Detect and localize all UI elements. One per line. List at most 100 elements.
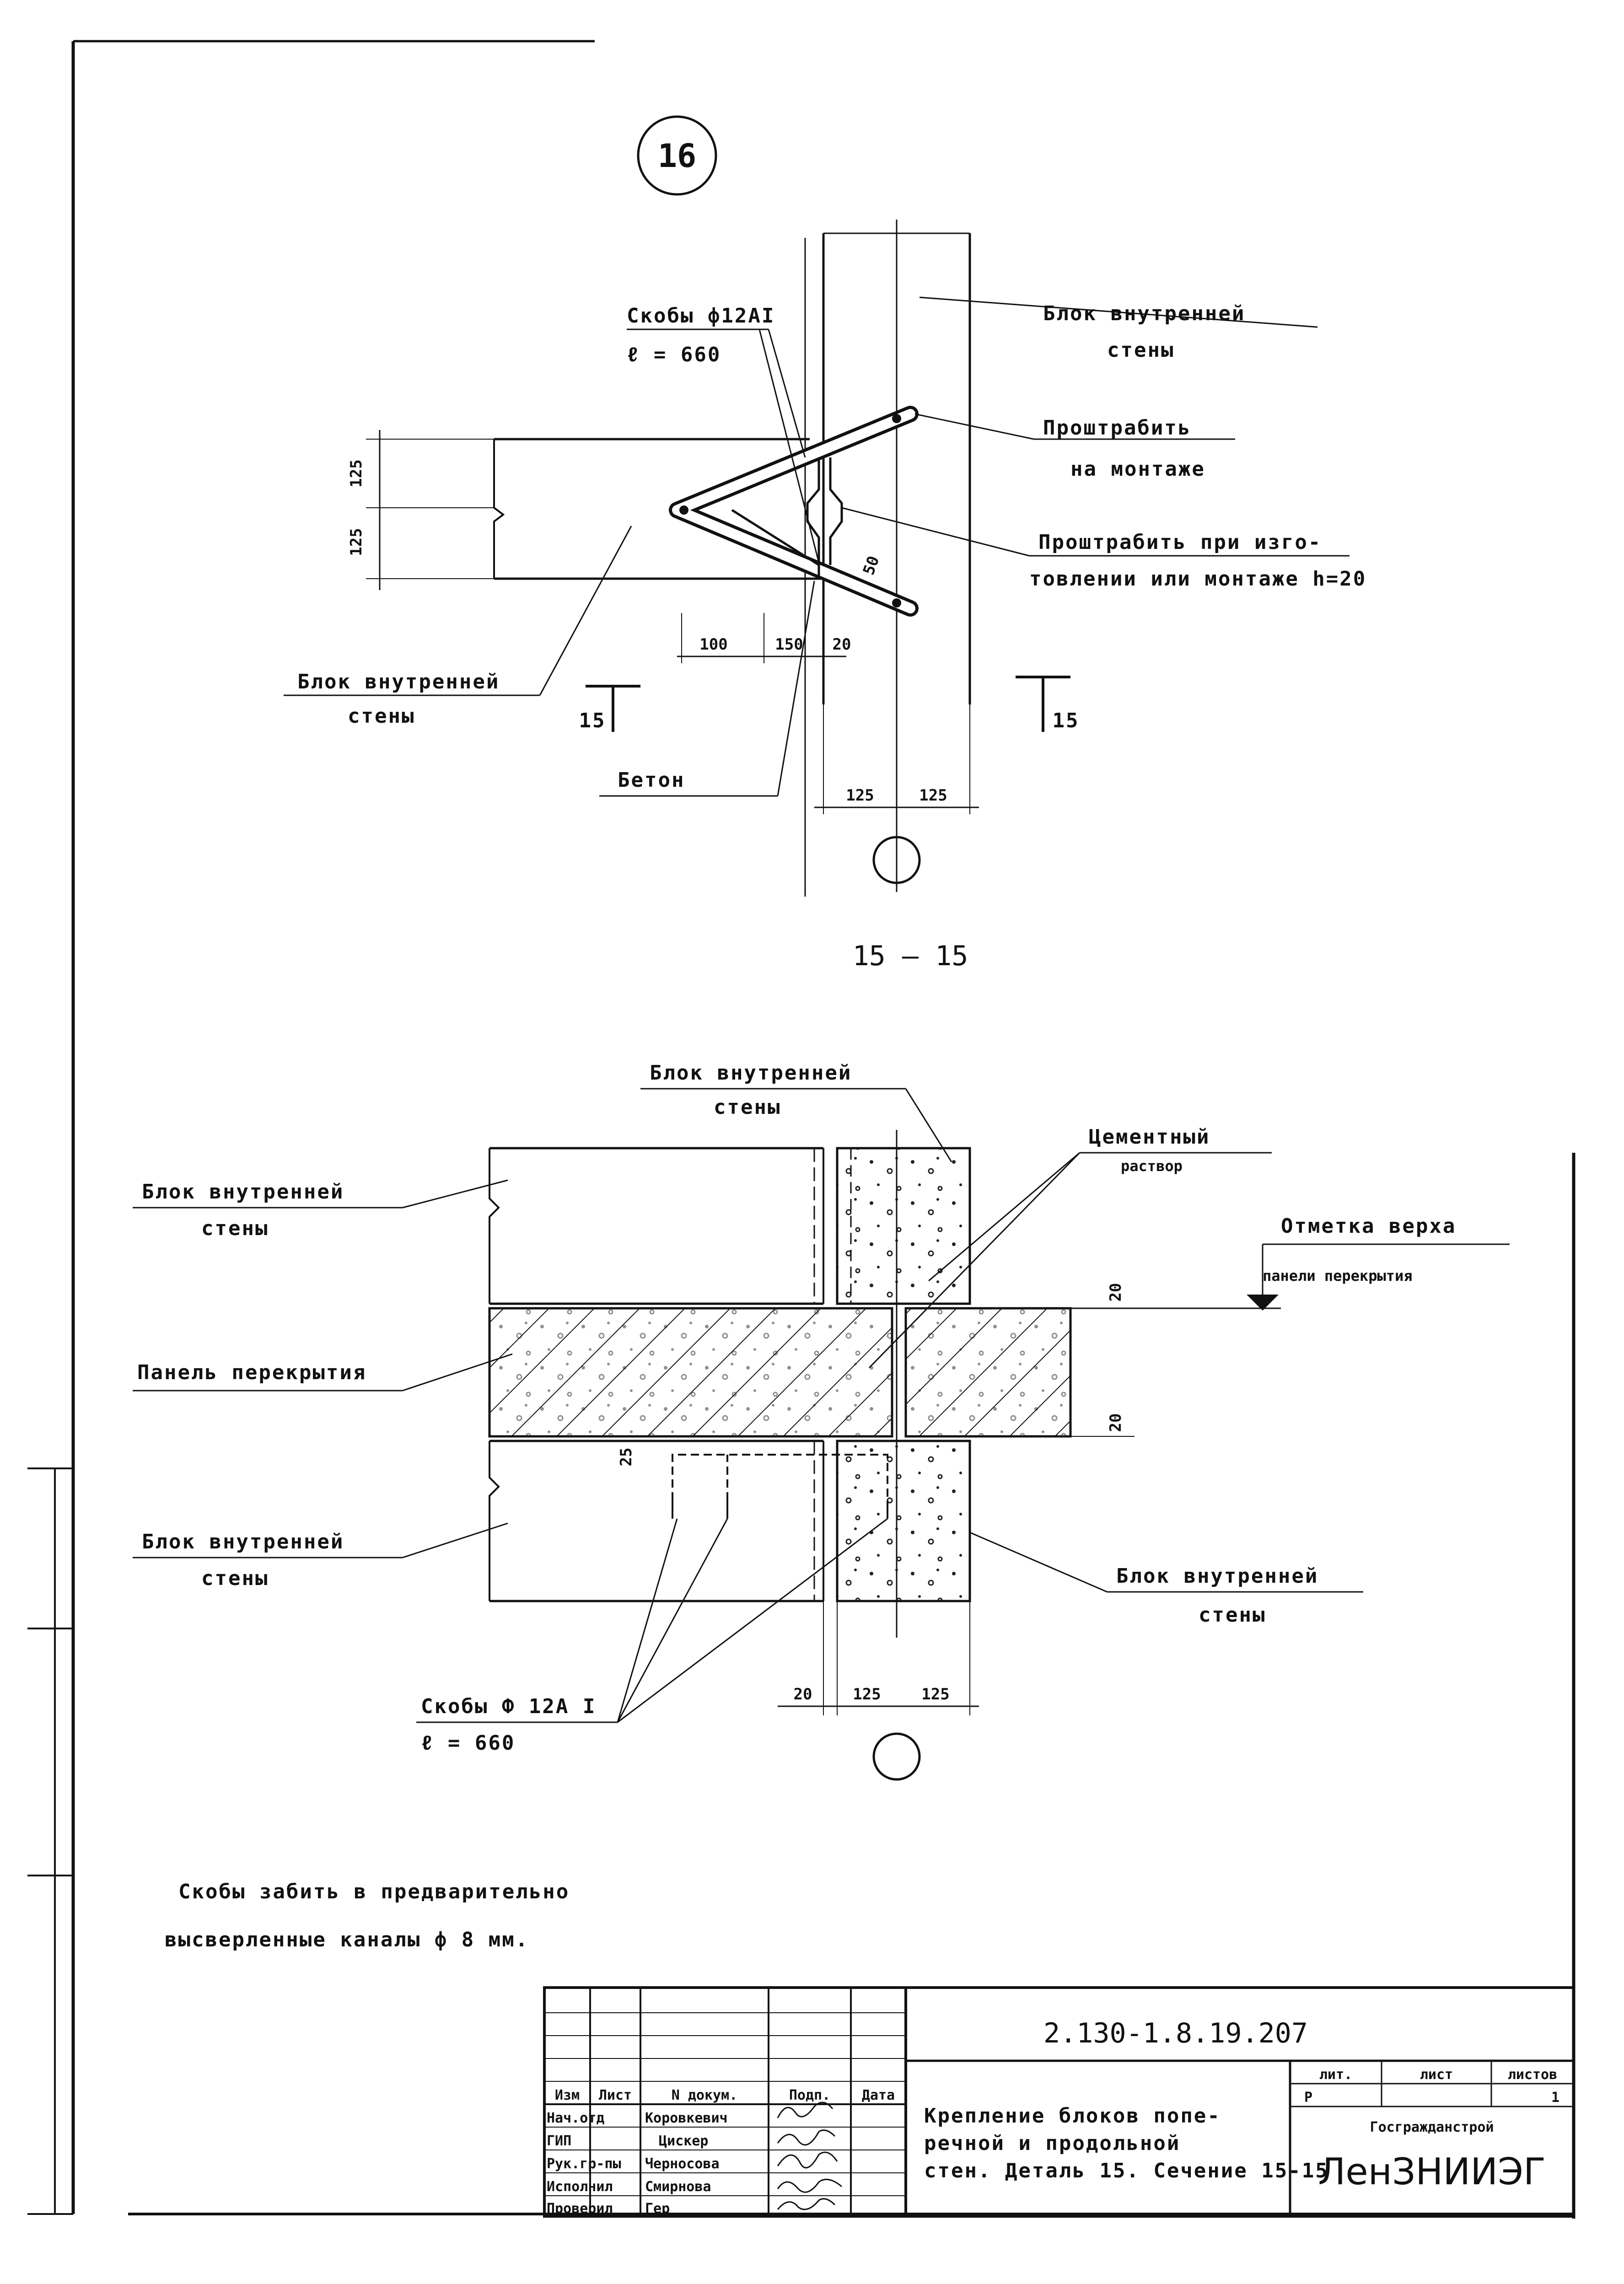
- svg-text:Блок внутренней: Блок внутренней: [650, 1061, 852, 1085]
- dim-sec-25: 25: [617, 1448, 635, 1467]
- label-concrete: Бетон: [599, 580, 815, 797]
- hdr-izm: Изм: [555, 2087, 580, 2103]
- mortar-lower: [836, 1440, 971, 1602]
- org-line1: Госгражданстрой: [1370, 2119, 1494, 2135]
- svg-text:15: 15: [579, 709, 606, 732]
- hdr-doc: N докум.: [672, 2087, 738, 2103]
- axis-bubble: [872, 836, 921, 884]
- section-title: 15 — 15: [853, 940, 968, 972]
- detail-plan: 16 125 125 1: [284, 115, 1366, 897]
- row-role-4: Исполнил: [547, 2179, 613, 2195]
- sheets-label: листов: [1508, 2067, 1557, 2083]
- dim-100: 100: [699, 635, 727, 654]
- desc-line1: Крепление блоков попе-: [924, 2104, 1221, 2128]
- row-role-1: Нач.отд: [547, 2110, 604, 2126]
- title-block: 2.130-1.8.19.207 Изм Лист N докум. Подп.…: [543, 1986, 1575, 2218]
- label-block-wall-b: Блок внутренней стены: [284, 526, 632, 728]
- svg-text:Скобы ф12АI: Скобы ф12АI: [627, 304, 775, 328]
- dim-wall-left: 125: [846, 786, 874, 805]
- svg-text:стены: стены: [1107, 339, 1174, 362]
- staple-v: [669, 406, 919, 617]
- svg-text:Скобы Ф 12А I: Скобы Ф 12А I: [421, 1695, 596, 1718]
- label-sec-block-right-bottom: Блок внутренней стены: [969, 1532, 1363, 1627]
- mortar-upper: [836, 1147, 971, 1305]
- row-name-5: Гер: [645, 2201, 670, 2217]
- svg-text:Проштрабить: Проштрабить: [1043, 416, 1191, 440]
- svg-text:стены: стены: [201, 1567, 269, 1590]
- dim-sec-125a: 125: [853, 1685, 881, 1704]
- svg-text:ℓ = 660: ℓ = 660: [421, 1731, 515, 1755]
- svg-text:ℓ = 660: ℓ = 660: [627, 343, 721, 366]
- label-weld-factory: Проштрабить при изго- товлении или монта…: [841, 507, 1366, 591]
- label-block-wall-a: Блок внутренней стены: [919, 296, 1318, 362]
- note: Скобы забить в предварительно высверленн…: [165, 1880, 570, 1951]
- svg-text:Скобы забить в предварительно: Скобы забить в предварительно: [178, 1880, 570, 1903]
- label-mortar: Цементный раствор: [868, 1125, 1272, 1369]
- svg-text:Панель перекрытия: Панель перекрытия: [137, 1361, 366, 1384]
- svg-text:товлении или монтаже h=20: товлении или монтаже h=20: [1029, 567, 1366, 591]
- row-role-5: Проверил: [547, 2201, 613, 2217]
- hdr-date: Дата: [862, 2087, 895, 2103]
- label-slab: Панель перекрытия: [133, 1353, 513, 1392]
- svg-text:стены: стены: [714, 1096, 781, 1119]
- section-view: 15 — 15 20 20: [133, 940, 1510, 1781]
- doc-number: 2.130-1.8.19.207: [1043, 2017, 1308, 2049]
- svg-text:Цементный: Цементный: [1089, 1125, 1210, 1149]
- desc-line2: речной и продольной: [924, 2132, 1180, 2155]
- dim-150: 150: [775, 635, 803, 654]
- staples-section: [672, 1454, 888, 1519]
- dim-20: 20: [833, 635, 851, 654]
- svg-text:раствор: раствор: [1121, 1157, 1183, 1175]
- hdr-list: Лист: [599, 2087, 632, 2103]
- detail-marker: 16: [658, 137, 696, 175]
- lit-label: лит.: [1319, 2067, 1352, 2083]
- label-sec-block-top: Блок внутренней стены: [640, 1061, 952, 1162]
- axis-bubble-section: [872, 1732, 921, 1781]
- dim-sec-125b: 125: [921, 1685, 949, 1704]
- svg-text:Блок внутренней: Блок внутренней: [142, 1180, 344, 1204]
- svg-text:высверленные каналы ф 8 мм.: высверленные каналы ф 8 мм.: [165, 1928, 529, 1951]
- label-sec-block-left-top: Блок внутренней стены: [133, 1179, 508, 1240]
- row-role-3: Рук.гр-пы: [547, 2156, 621, 2172]
- row-name-1: Коровкевич: [645, 2110, 728, 2126]
- svg-text:стены: стены: [1199, 1603, 1266, 1627]
- hdr-sign: Подп.: [789, 2087, 830, 2103]
- signatures: [777, 2101, 842, 2210]
- dim-sec-top20: 20: [1107, 1283, 1125, 1302]
- label-sec-block-left-bottom: Блок внутренней стены: [133, 1522, 508, 1590]
- svg-text:Проштрабить при изго-: Проштрабить при изго-: [1038, 531, 1322, 554]
- svg-text:Бетон: Бетон: [618, 768, 685, 792]
- svg-text:Отметка верха: Отметка верха: [1281, 1215, 1456, 1238]
- svg-text:Блок внутренней: Блок внутренней: [297, 670, 500, 693]
- lit-value: Р: [1304, 2090, 1312, 2106]
- detail-marker-circle: [637, 115, 717, 196]
- dim-wall-right: 125: [919, 786, 947, 805]
- svg-text:на монтаже: на монтаже: [1070, 457, 1205, 481]
- row-name-4: Смирнова: [645, 2179, 711, 2195]
- section-mark-right: 15: [1016, 676, 1080, 732]
- svg-text:панели перекрытия: панели перекрытия: [1263, 1267, 1413, 1284]
- desc-line3: стен. Деталь 15. Сечение 15-15: [924, 2159, 1329, 2182]
- level-mark: Отметка верха панели перекрытия: [1070, 1215, 1510, 1311]
- row-name-3: Черносова: [645, 2156, 720, 2172]
- row-name-2: Цискер: [659, 2133, 708, 2149]
- dim-50: 50: [860, 554, 883, 577]
- svg-text:стены: стены: [348, 704, 415, 728]
- section-mark-left: 15: [579, 685, 640, 732]
- row-role-2: ГИП: [547, 2133, 571, 2149]
- dim-left-upper: 125: [347, 459, 366, 487]
- label-staples-detail: Скобы ф12АI ℓ = 660: [627, 304, 820, 563]
- svg-text:15: 15: [1053, 709, 1080, 732]
- dim-left-lower: 125: [347, 528, 366, 556]
- label-weld-mount: Проштрабить на монтаже: [914, 413, 1235, 481]
- svg-text:стены: стены: [201, 1217, 269, 1240]
- svg-text:Блок внутренней: Блок внутренней: [142, 1530, 344, 1553]
- org-line2: ЛенЗНИИЭГ: [1318, 2150, 1545, 2193]
- dim-sec-bot20: 20: [1107, 1413, 1125, 1432]
- label-sec-staples: Скобы Ф 12А I ℓ = 660: [416, 1518, 888, 1755]
- sheets-value: 1: [1551, 2090, 1559, 2106]
- sheet-label: лист: [1420, 2067, 1453, 2083]
- dim-sec-20b: 20: [794, 1685, 812, 1704]
- svg-text:Блок внутренней: Блок внутренней: [1116, 1564, 1318, 1588]
